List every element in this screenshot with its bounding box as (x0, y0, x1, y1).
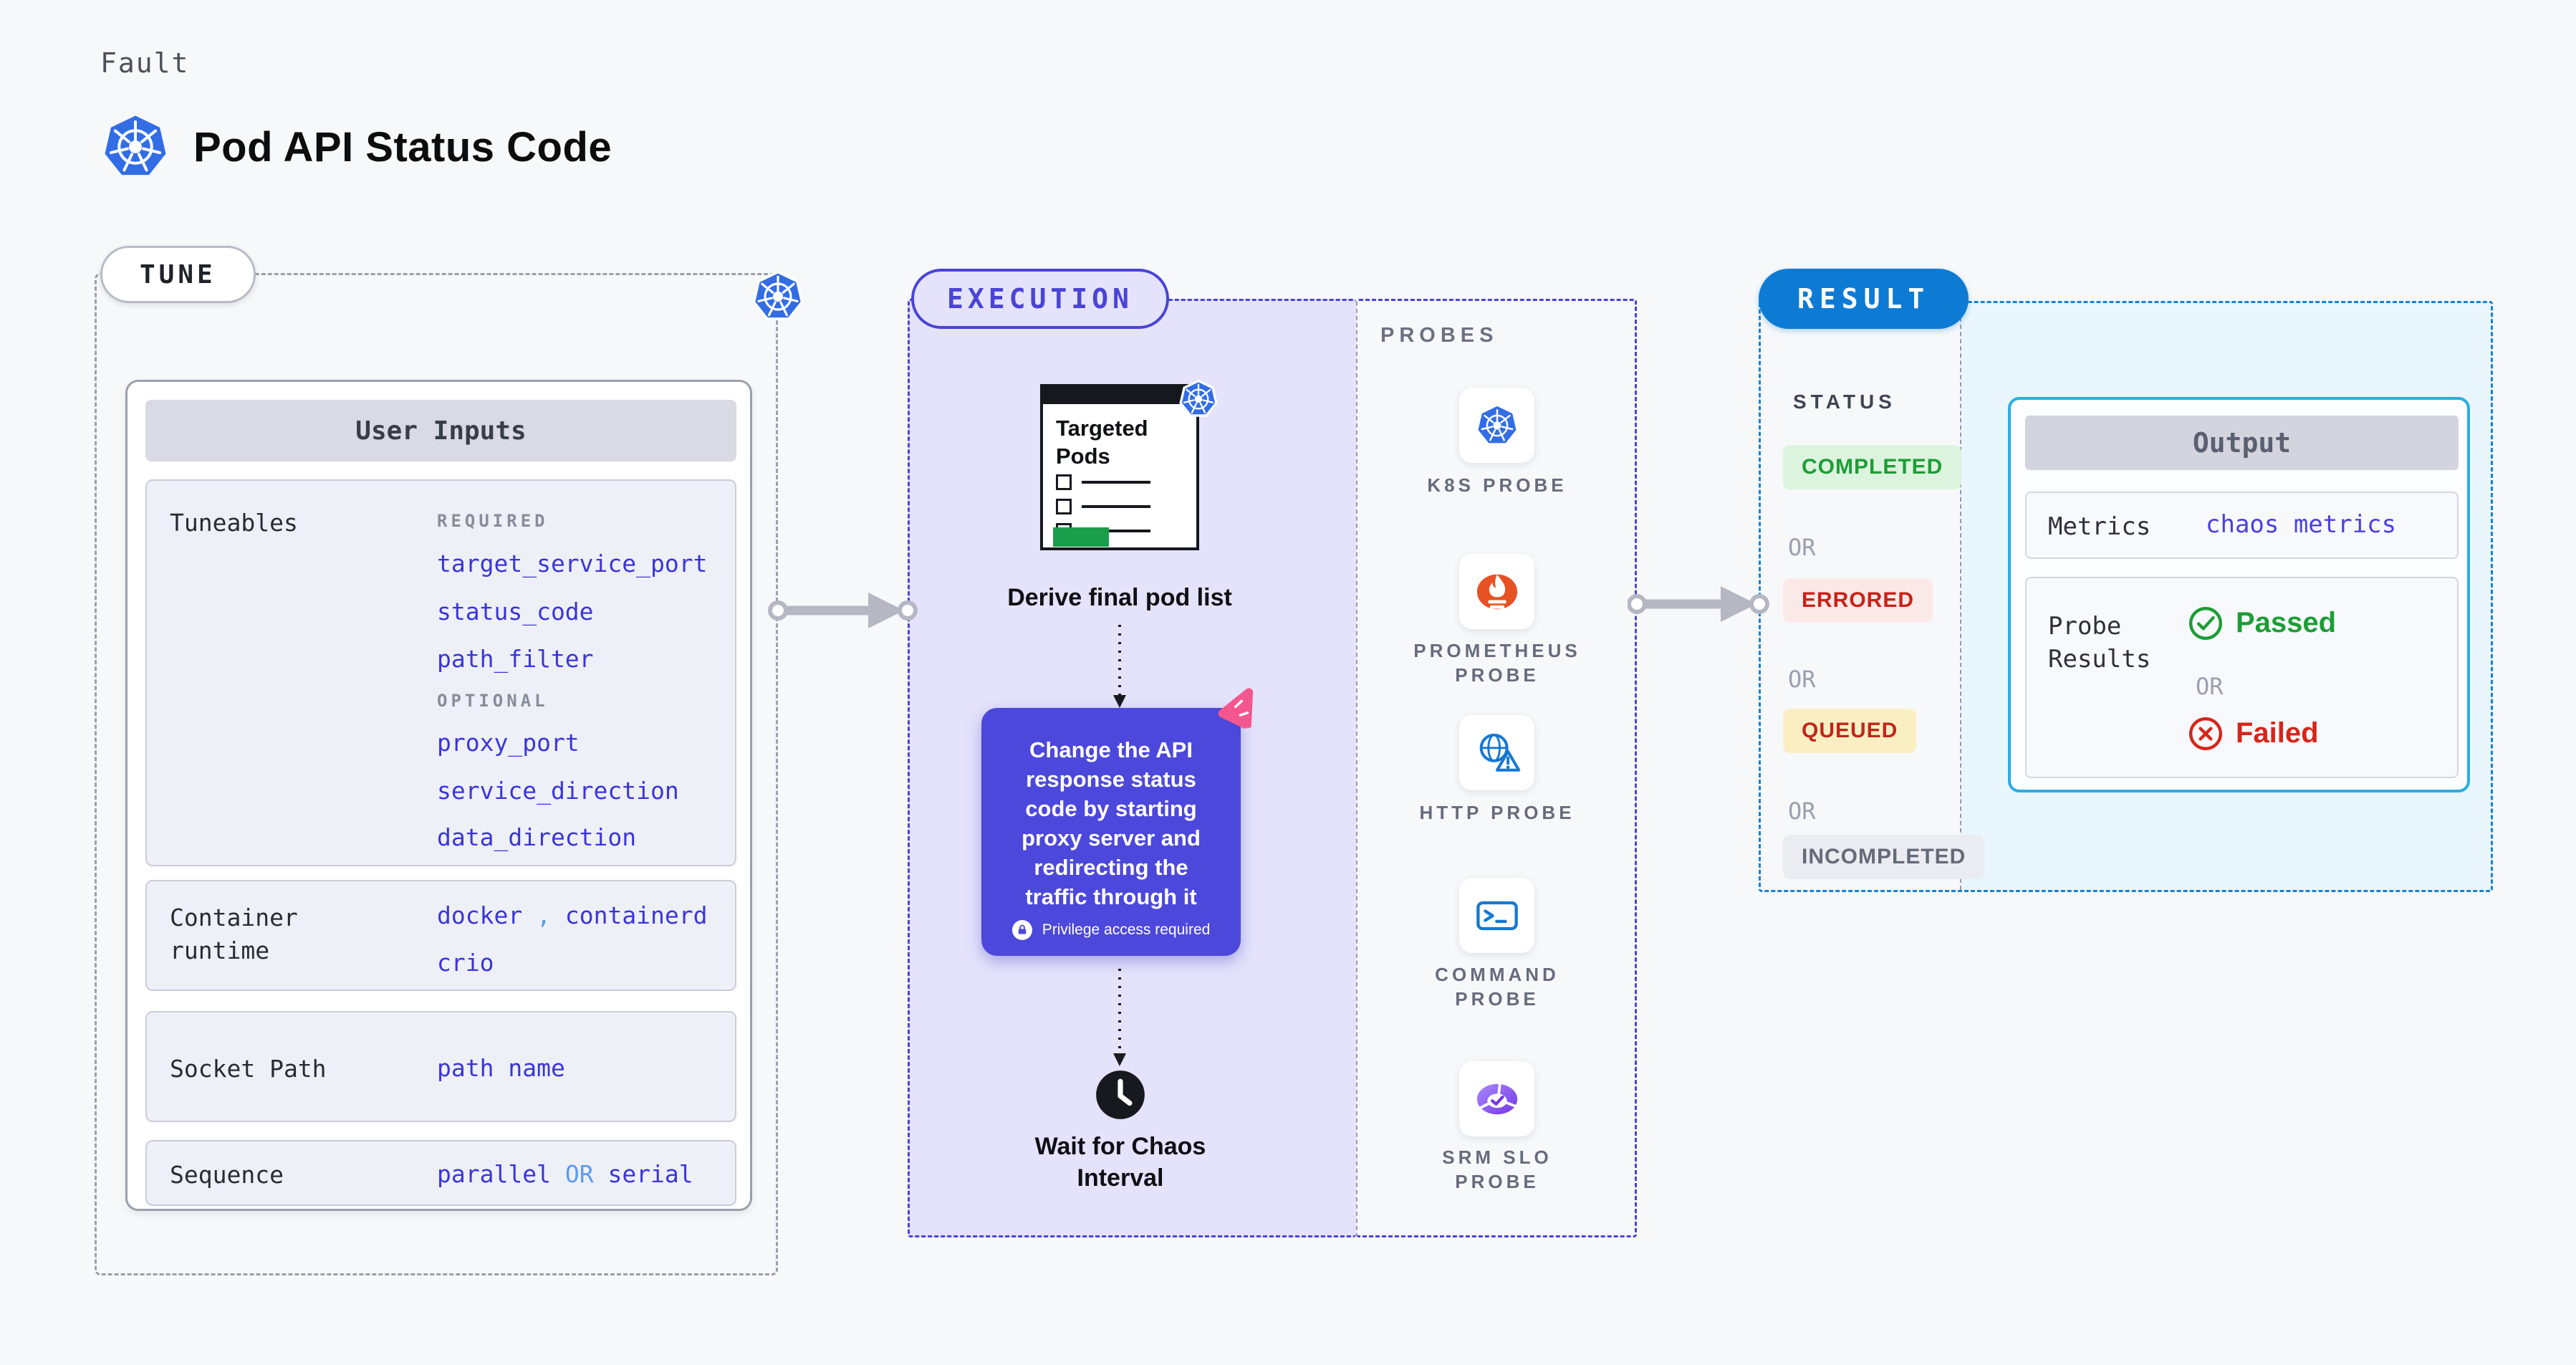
sequence-parallel: parallel (437, 1160, 551, 1188)
status-or: OR (1788, 534, 1816, 561)
k8s-probe-label: K8S PROBE (1427, 474, 1567, 496)
optional-label: OPTIONAL (437, 691, 549, 711)
runtime-separator: , (537, 901, 551, 929)
output-card: Output Metrics chaos metrics Probe Resul… (2008, 397, 2470, 792)
slo-gauge-icon (1470, 1072, 1524, 1126)
privilege-note: Privilege access required (1042, 921, 1211, 938)
clock-icon (1095, 1069, 1146, 1121)
status-badge-queued: QUEUED (1783, 709, 1917, 753)
page-title: Pod API Status Code (193, 124, 612, 171)
container-runtime-row: Container runtime docker , containerd cr… (145, 880, 736, 991)
container-runtime-values: docker , containerd (437, 901, 708, 929)
status-title: STATUS (1793, 391, 1896, 413)
derive-pod-list-caption: Derive final pod list (1007, 584, 1232, 611)
probes-section: PROBES K8S PROBE PROMETHEUS PROBE HTTP P… (1356, 299, 1637, 1237)
http-probe-label: HTTP PROBE (1419, 802, 1575, 823)
privilege-row: Privilege access required (981, 920, 1241, 940)
prometheus-probe-label: PROMETHEUS PROBE (1413, 640, 1581, 686)
container-runtime-label: Container runtime (170, 904, 298, 964)
status-or: OR (1788, 798, 1816, 825)
status-badge-incompleted: INCOMPLETED (1783, 835, 1985, 879)
pink-flag-icon (1213, 685, 1261, 732)
http-probe-card (1459, 715, 1534, 790)
lock-icon (1011, 920, 1032, 940)
status-badge-completed: COMPLETED (1783, 445, 1962, 489)
output-header: Output (2025, 416, 2459, 470)
dotted-arrow-down (1113, 625, 1126, 708)
wait-interval-caption: Wait for Chaos Interval (1034, 1133, 1206, 1192)
k8s-probe-card (1459, 388, 1534, 463)
check-circle-icon (2188, 605, 2224, 641)
fault-eyebrow: Fault (100, 47, 190, 79)
pod-checkbox (1056, 474, 1072, 490)
kubernetes-icon (1474, 402, 1521, 449)
tuneable-service-direction: service_direction (437, 777, 679, 805)
socket-path-row: Socket Path path name (145, 1011, 736, 1122)
runtime-crio: crio (437, 949, 494, 977)
metrics-row: Metrics chaos metrics (2025, 492, 2459, 559)
probes-title: PROBES (1380, 324, 1499, 347)
metrics-label: Metrics (2048, 512, 2151, 541)
tuneable-target-service-port: target_service_port (437, 550, 708, 578)
command-probe-label: COMMAND PROBE (1435, 964, 1559, 1010)
targeted-pods-card: Targeted Pods (1040, 384, 1199, 550)
sequence-label: Sequence (170, 1161, 284, 1189)
tuneables-row: Tuneables REQUIRED target_service_port s… (145, 479, 736, 866)
tuneable-path-filter: path_filter (437, 645, 594, 673)
probe-results-label: Probe Results (2048, 612, 2151, 674)
kubernetes-icon (97, 109, 173, 185)
fault-action-card: Change the API response status code by s… (981, 708, 1241, 956)
status-or: OR (1788, 666, 1816, 693)
result-pill: RESULT (1759, 269, 1969, 329)
srm-slo-probe-label: SRM SLO PROBE (1442, 1146, 1552, 1192)
kubernetes-icon (748, 267, 808, 327)
srm-slo-probe-card (1459, 1061, 1534, 1136)
pod-line (1082, 530, 1150, 532)
probe-results-row: Probe Results Passed OR Failed (2025, 577, 2459, 778)
metrics-value: chaos metrics (2206, 510, 2397, 539)
failed-label: Failed (2236, 717, 2319, 749)
user-inputs-header: User Inputs (145, 400, 736, 461)
pod-line (1082, 481, 1150, 484)
execution-pill: EXECUTION (911, 269, 1169, 329)
result-section: STATUS COMPLETED OR ERRORED OR QUEUED OR… (1759, 301, 2493, 892)
command-probe-card (1459, 878, 1534, 953)
runtime-containerd: containerd (564, 901, 708, 929)
tune-section (95, 273, 778, 1275)
tuneable-proxy-port: proxy_port (437, 729, 580, 757)
sequence-value: parallel OR serial (437, 1160, 693, 1188)
tuneable-data-direction: data_direction (437, 823, 637, 851)
probe-result-or: OR (2196, 673, 2224, 700)
terminal-icon (1471, 890, 1523, 942)
required-label: REQUIRED (437, 511, 549, 531)
targeted-pods-title: Targeted Pods (1056, 416, 1148, 469)
sequence-or: OR (564, 1160, 594, 1188)
runtime-docker: docker (437, 901, 523, 929)
socket-path-label: Socket Path (170, 1055, 327, 1083)
tuneables-label: Tuneables (170, 509, 298, 537)
tune-pill: TUNE (100, 246, 256, 303)
sequence-serial: serial (607, 1160, 693, 1188)
user-inputs-card: User Inputs Tuneables REQUIRED target_se… (125, 380, 752, 1211)
prometheus-icon (1471, 565, 1524, 618)
passed-label: Passed (2236, 607, 2337, 638)
globe-warning-icon (1471, 727, 1523, 779)
kubernetes-icon (1176, 377, 1221, 421)
prometheus-probe-card (1459, 554, 1534, 629)
targeted-pods-titlebar (1043, 387, 1196, 404)
sequence-row: Sequence parallel OR serial (145, 1140, 736, 1206)
x-circle-icon (2188, 716, 2224, 752)
pod-checkbox (1056, 499, 1072, 514)
progress-bar (1053, 527, 1109, 547)
fault-action-text: Change the API response status code by s… (1022, 737, 1201, 909)
tune-to-execution-arrow (768, 593, 918, 628)
probes-to-result-arrow (1628, 586, 1769, 622)
pod-line (1082, 505, 1150, 508)
socket-path-value: path name (437, 1054, 565, 1082)
status-badge-errored: ERRORED (1783, 578, 1933, 623)
tuneable-status-code: status_code (437, 598, 594, 626)
dotted-arrow-down (1113, 969, 1126, 1066)
